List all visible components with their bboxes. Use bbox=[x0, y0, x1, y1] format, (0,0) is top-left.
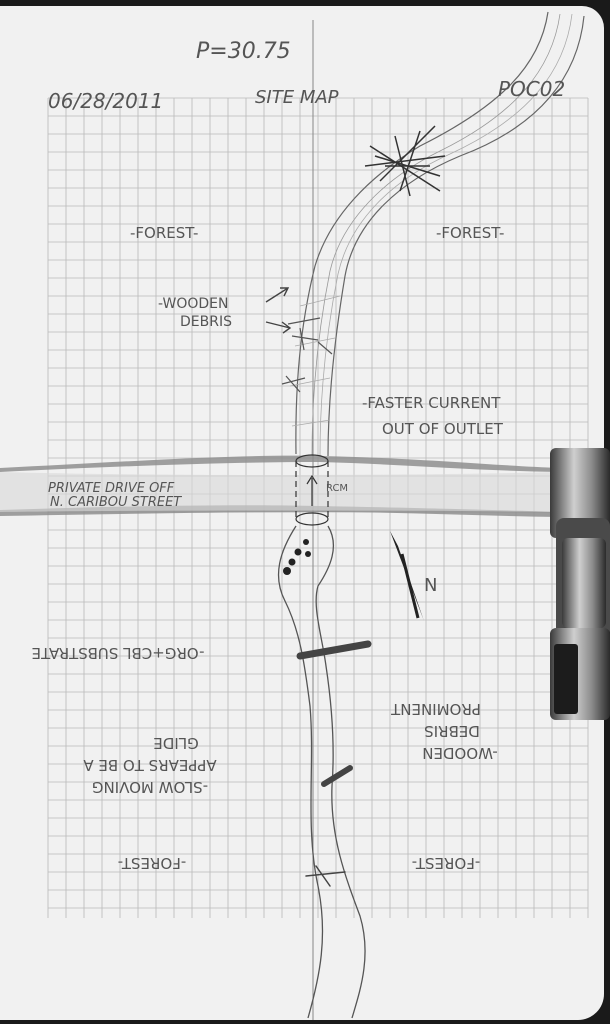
label-forest-bottom-right: -FOREST- bbox=[412, 854, 480, 872]
label-forest-top-left: -FOREST- bbox=[130, 224, 198, 242]
rocks bbox=[283, 539, 311, 575]
date-label: 06/28/2011 bbox=[48, 89, 163, 113]
label-out-of-outlet: OUT OF OUTLET bbox=[382, 420, 504, 438]
notebook-page: P=30.75 06/28/2011 SITE MAP POC02 -FORES… bbox=[0, 6, 604, 1020]
header-text: P=30.75 06/28/2011 SITE MAP POC02 bbox=[48, 39, 565, 113]
page-title: SITE MAP bbox=[255, 87, 339, 108]
label-wooden-debris-1: -WOODEN bbox=[158, 296, 228, 312]
annotations: -FOREST- -FOREST- -WOODEN DEBRIS -FASTER… bbox=[32, 224, 505, 872]
label-wooden-prominent-1: -WOODEN bbox=[422, 744, 498, 762]
label-wooden-debris-2: DEBRIS bbox=[180, 314, 232, 330]
label-forest-bottom-left: -FOREST- bbox=[118, 854, 186, 872]
north-arrow-icon bbox=[390, 531, 424, 621]
log-jam-debris bbox=[364, 125, 446, 197]
label-slow-moving: -SLOW MOVING bbox=[92, 778, 208, 796]
culvert bbox=[295, 454, 329, 526]
label-forest-top-right: -FOREST- bbox=[436, 224, 504, 242]
label-glide: GLIDE bbox=[153, 734, 198, 752]
road bbox=[0, 455, 560, 517]
label-north: N bbox=[424, 575, 437, 596]
site-map-sketch: P=30.75 06/28/2011 SITE MAP POC02 -FORES… bbox=[0, 11, 589, 1020]
label-road-1: PRIVATE DRIVE OFF bbox=[48, 481, 175, 496]
debris-marks bbox=[281, 317, 333, 393]
label-wooden-prominent-2: DEBRIS bbox=[424, 722, 480, 740]
label-rcm: RCM bbox=[326, 483, 348, 494]
upstream-channel bbox=[289, 11, 585, 457]
label-substrate: -ORG+CBL SUBSTRATE bbox=[32, 644, 205, 662]
label-wooden-prominent-3: PROMINENT bbox=[390, 700, 481, 718]
label-glide-appears: APPEARS TO BE A bbox=[83, 756, 217, 774]
pressure-reading: P=30.75 bbox=[196, 39, 291, 64]
label-road-2: N. CARIBOU STREET bbox=[50, 495, 182, 510]
downstream-channel bbox=[277, 525, 366, 1019]
debris-arrows bbox=[265, 287, 292, 334]
label-faster-current: -FASTER CURRENT bbox=[362, 394, 501, 412]
logs-downstream bbox=[296, 640, 372, 887]
notebook-clip bbox=[550, 448, 610, 720]
site-code: POC02 bbox=[498, 77, 565, 101]
